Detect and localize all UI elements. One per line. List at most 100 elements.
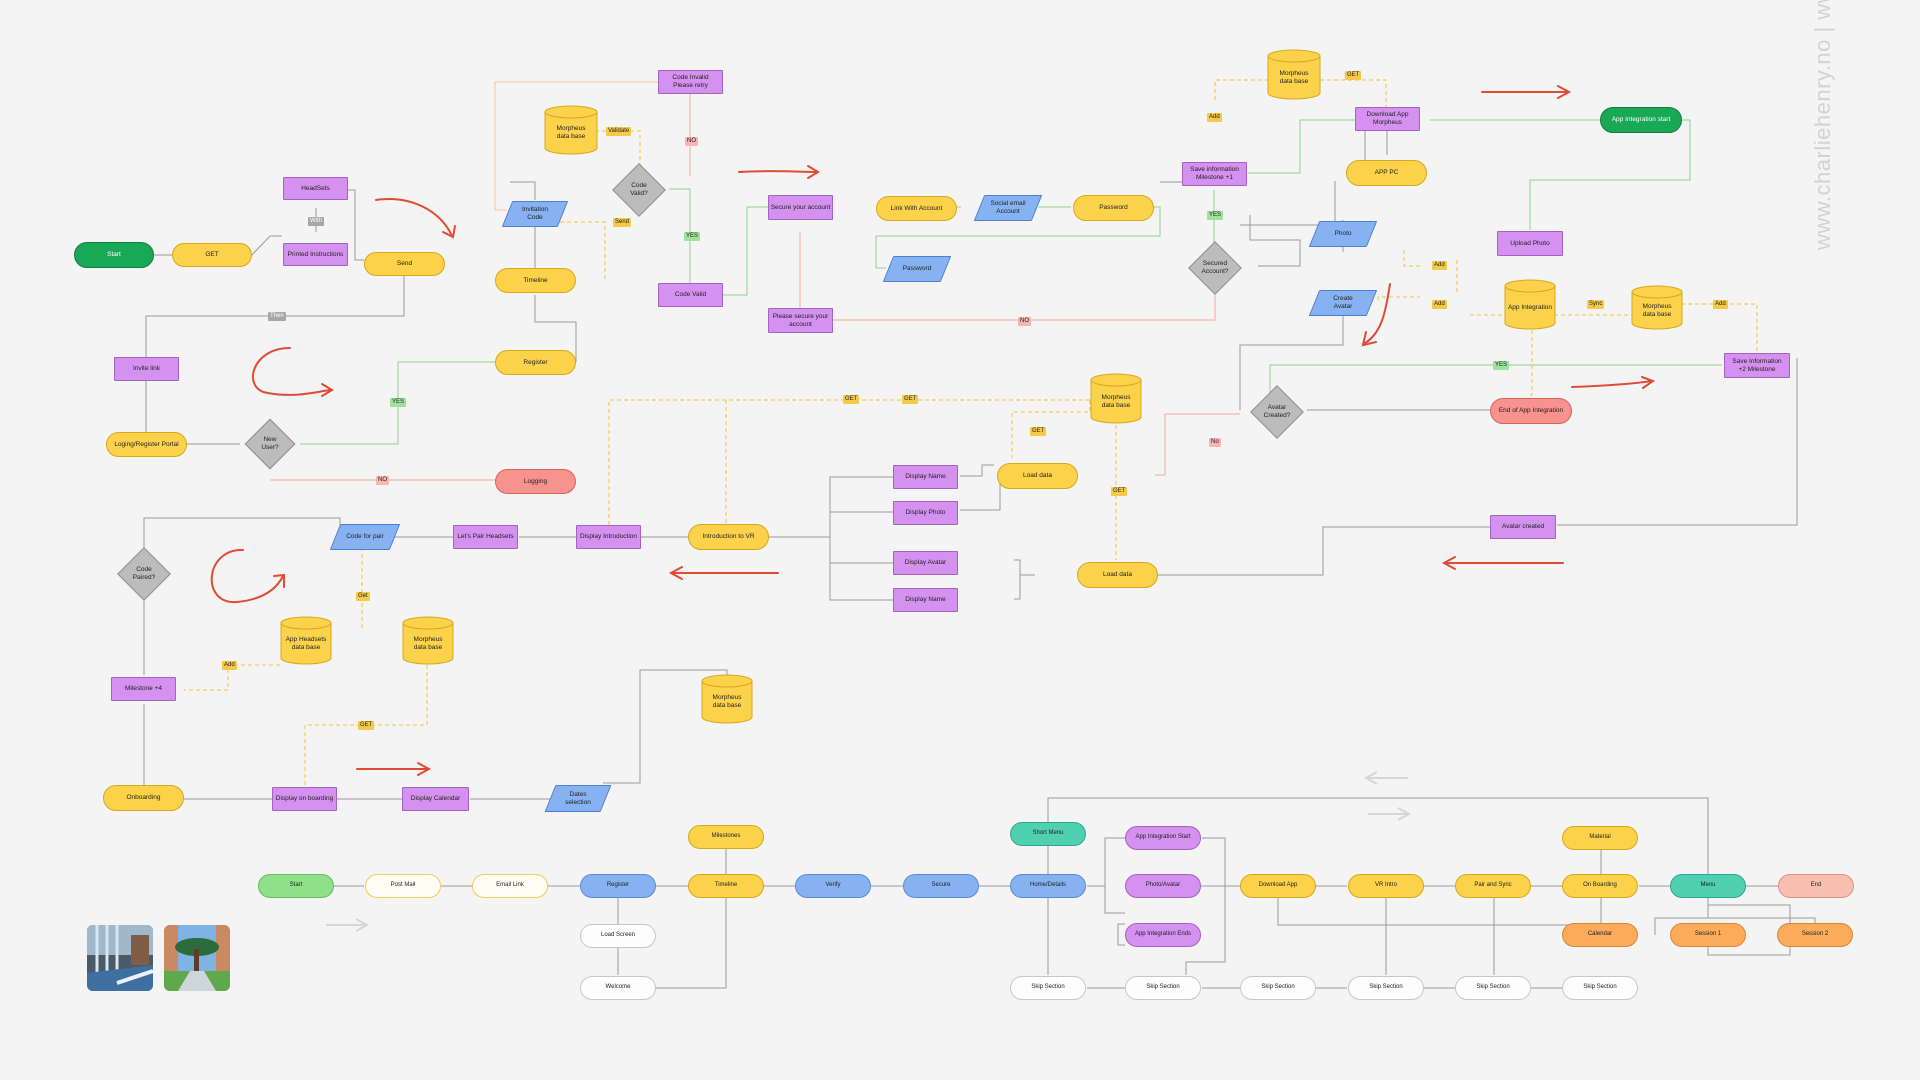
- end-app-integration-node[interactable]: End of App Integration: [1490, 398, 1572, 424]
- avatar-created-decision[interactable]: Avatar Created?: [1246, 385, 1308, 439]
- secured-account-decision[interactable]: Secured Account?: [1184, 241, 1246, 295]
- timeline-app-int-ends[interactable]: App Integration Ends: [1125, 923, 1201, 947]
- display-onboarding-node[interactable]: Display on boarding: [272, 787, 337, 811]
- timeline-start[interactable]: Start: [258, 874, 334, 898]
- timeline-session-1[interactable]: Session 1: [1670, 923, 1746, 947]
- timeline-calendar[interactable]: Calendar: [1562, 923, 1638, 947]
- save-info-milestone-1[interactable]: Save information Milestone +1: [1182, 162, 1247, 186]
- display-name-2-node[interactable]: Display Name: [893, 588, 958, 612]
- database-cylinder: [701, 674, 753, 724]
- timeline-milestones[interactable]: Milestones: [688, 825, 764, 849]
- password-top-node[interactable]: Password: [1073, 195, 1154, 221]
- timeline-short-menu[interactable]: Short Menu: [1010, 822, 1086, 846]
- intro-vr-node[interactable]: Introduction to VR: [688, 524, 769, 550]
- social-email-label: Social email Account: [990, 200, 1026, 215]
- invitation-code-input[interactable]: Invitation Code: [501, 201, 569, 227]
- tag-get-1: GET: [843, 395, 860, 404]
- timeline-home-details[interactable]: Home/Details: [1010, 874, 1086, 898]
- database-cylinder: [1090, 373, 1142, 424]
- timeline-on-boarding[interactable]: On Boarding: [1562, 874, 1638, 898]
- milestone-4-node[interactable]: Milestone +4: [111, 677, 176, 701]
- link-account-node[interactable]: Link With Account: [876, 196, 957, 221]
- app-headsets-database: App Headsets data base: [281, 617, 331, 664]
- timeline-post-mail[interactable]: Post Mail: [365, 874, 441, 898]
- timeline-photo-avatar[interactable]: Photo/Avatar: [1125, 874, 1201, 898]
- timeline-menu[interactable]: Menu: [1670, 874, 1746, 898]
- code-for-pair-input[interactable]: Code for pair: [329, 524, 401, 550]
- timeline-pair-sync[interactable]: Pair and Sync: [1455, 874, 1531, 898]
- timeline-skip-section[interactable]: Skip Section: [1562, 976, 1638, 1000]
- database-top-right: Morpheus data base: [1268, 50, 1320, 99]
- timeline-skip-section[interactable]: Skip Section: [1125, 976, 1201, 1000]
- headsets-node[interactable]: HeadSets: [283, 177, 348, 200]
- lets-pair-node[interactable]: Let's Pair Headsets: [453, 525, 518, 549]
- timeline-skip-section[interactable]: Skip Section: [1010, 976, 1086, 1000]
- upload-photo-node[interactable]: Upload Photo: [1497, 231, 1563, 256]
- social-email-input[interactable]: Social email Account: [973, 195, 1043, 221]
- load-data-1-node[interactable]: Load data: [997, 463, 1078, 489]
- app-pc-node[interactable]: APP PC: [1346, 160, 1427, 186]
- timeline-end[interactable]: End: [1778, 874, 1854, 898]
- display-name-1-node[interactable]: Display Name: [893, 465, 958, 489]
- login-portal-node[interactable]: Loging/Register Portal: [106, 432, 187, 457]
- timeline-timeline[interactable]: Timeline: [688, 874, 764, 898]
- code-paired-decision[interactable]: Code Paired?: [113, 547, 175, 601]
- timeline-vr-intro[interactable]: VR Intro: [1348, 874, 1424, 898]
- new-user-decision[interactable]: New User?: [240, 418, 300, 470]
- connector: [1117, 923, 1125, 946]
- database-bottom: Morpheus data base: [702, 675, 752, 723]
- timeline-register[interactable]: Register: [580, 874, 656, 898]
- timeline-session-2[interactable]: Session 2: [1777, 923, 1853, 947]
- invite-link-node[interactable]: Invite link: [114, 357, 179, 381]
- register-node[interactable]: Register: [495, 350, 576, 375]
- code-valid-decision[interactable]: Code Valid?: [608, 163, 670, 217]
- display-photo-node[interactable]: Display Photo: [893, 501, 958, 525]
- save-info-milestone-2[interactable]: Save Information +2 Milestone: [1724, 353, 1790, 378]
- avatar-created-node[interactable]: Avatar created: [1490, 515, 1556, 539]
- vr-garden-thumbnail: [164, 925, 230, 991]
- create-avatar-input[interactable]: Create Avatar: [1308, 290, 1378, 316]
- connector: [960, 464, 994, 477]
- code-valid-node[interactable]: Code Valid: [658, 283, 723, 307]
- timeline-skip-section[interactable]: Skip Section: [1240, 976, 1316, 1000]
- logging-node[interactable]: Logging: [495, 469, 576, 494]
- timeline-download-app[interactable]: Download App: [1240, 874, 1316, 898]
- please-secure-node[interactable]: Please secure your account: [768, 308, 833, 333]
- timeline-verify[interactable]: Verify: [795, 874, 871, 898]
- tag-no-code: NO: [685, 137, 698, 146]
- database-cylinder: [544, 105, 598, 155]
- display-calendar-node[interactable]: Display Calendar: [402, 787, 469, 811]
- timeline-skip-section[interactable]: Skip Section: [1348, 976, 1424, 1000]
- photo-input[interactable]: Photo: [1308, 221, 1378, 247]
- tag-yes-secure: YES: [1207, 211, 1224, 220]
- send-node[interactable]: Send: [364, 252, 445, 276]
- timeline-node[interactable]: Timeline: [495, 268, 576, 293]
- timeline-secure[interactable]: Secure: [903, 874, 979, 898]
- tag-no-new-user: NO: [376, 476, 389, 485]
- connector: [1239, 300, 1344, 410]
- app-integration-start-node[interactable]: App Integration start: [1600, 107, 1682, 133]
- onboarding-node[interactable]: Onboarding: [103, 785, 184, 811]
- timeline-welcome[interactable]: Welcome: [580, 976, 656, 1000]
- connector: [1654, 898, 1709, 935]
- get-headsets-node[interactable]: GET: [172, 243, 252, 267]
- timeline-load-screen[interactable]: Load Screen: [580, 924, 656, 948]
- password-input[interactable]: Password: [882, 256, 952, 282]
- connector: [1249, 215, 1301, 267]
- download-app-node[interactable]: Download App Morpheus: [1355, 107, 1420, 131]
- secure-account-node[interactable]: Secure your account: [768, 195, 833, 220]
- timeline-material[interactable]: Material: [1562, 826, 1638, 850]
- load-data-2-node[interactable]: Load data: [1077, 562, 1158, 588]
- app-integration-node[interactable]: App Integration: [1505, 280, 1555, 330]
- database-cylinder: [280, 616, 332, 665]
- display-avatar-node[interactable]: Display Avatar: [893, 551, 958, 575]
- timeline-skip-section[interactable]: Skip Section: [1455, 976, 1531, 1000]
- code-invalid-node[interactable]: Code Invalid Please retry: [658, 70, 723, 94]
- timeline-app-int-start[interactable]: App Integration Start: [1125, 826, 1201, 850]
- display-introduction-node[interactable]: Display Introduction: [576, 525, 641, 549]
- timeline-email-link[interactable]: Email Link: [472, 874, 548, 898]
- printed-instructions-node[interactable]: Printed Instructions: [283, 243, 348, 266]
- dates-selection-input[interactable]: Dates selection: [544, 785, 612, 812]
- connector: [1104, 886, 1125, 914]
- start-node[interactable]: Start: [74, 242, 154, 268]
